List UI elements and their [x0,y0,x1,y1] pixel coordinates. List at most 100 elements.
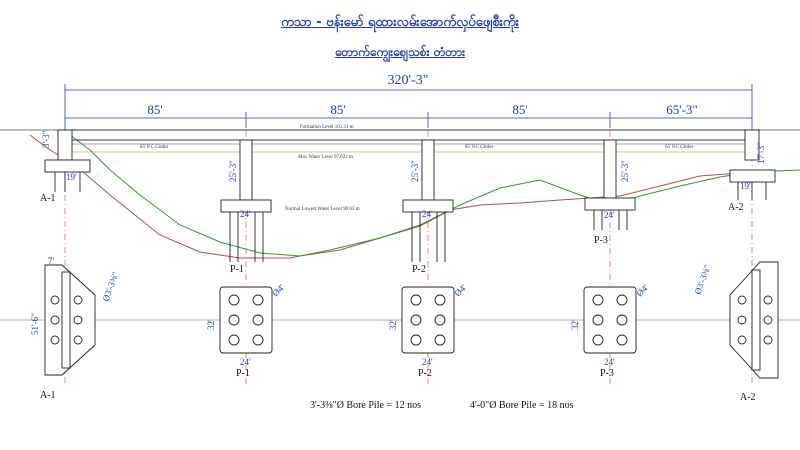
p1-pile-circle [228,314,240,326]
a1-label: A-1 [40,193,56,204]
pier-p1-elevation [220,139,272,262]
existing-ground-line [69,134,800,257]
a1-pile-dim: Ø3'-3⅜" [100,270,120,302]
a2-pile-circle [737,335,747,345]
p2-pile-dim: Ø4' [452,282,468,298]
p1-pile-circle [252,314,264,326]
p2-pile-circle [410,334,422,346]
abutment-a1-plan [44,264,96,376]
p3-plan-cap [583,286,637,354]
a1-pile-circle [50,295,60,305]
p3-len-dim: 32' [570,319,580,330]
a1-plan-wall [61,271,71,369]
a2-plan-wall [751,269,761,371]
a2-pile-dim: Ø3'-3⅜" [692,263,712,295]
p1-base-dim: 24' [240,209,251,219]
total-dimension-text: 320'-3" [388,73,429,88]
a1-pile-circle [73,295,83,305]
dimension-lines [64,84,753,135]
a2-pile-circle [737,295,747,305]
p3-footing [584,197,636,211]
a1-length-dim: 51'-6" [30,313,40,335]
deck [64,129,753,145]
a2-plan-label: A-2 [740,392,756,403]
p2-pile-circle [410,294,422,306]
a2-wall [744,129,760,161]
p3-pile-circle [592,334,604,346]
a1-pile-circle [73,315,83,325]
p1-len-dim: 32' [206,319,216,330]
span2-text: 85' [330,102,345,117]
p2-plan-label: P-2 [418,368,432,379]
abutment-a2-plan [729,261,779,379]
p2-width-dim: 24' [422,357,433,367]
pier-p1-plan [219,286,273,354]
a1-footing [44,159,91,173]
girder2-label: 85' P.C Girder [465,145,494,150]
a2-pile-circle [737,315,747,325]
formation-level-label: Formation Level 101.31 m [300,125,354,130]
a2-pile-circle [763,315,773,325]
pier-p3-elevation [584,139,636,230]
p1-pile-circle [252,294,264,306]
p2-column [421,139,435,201]
p1-column [239,139,253,201]
p1-pile-circle [252,334,264,346]
bridge-deck [64,129,753,141]
p2-pile-circle [434,314,446,326]
p3-pile-circle [616,314,628,326]
p1-height-dim: 25'-3" [228,160,238,182]
drawing-title: ကသာ - ဗန်းမော် ရထားလမ်းအောက်လှပ်ဖျေစီးကိ… [281,15,519,30]
girder3-label: 65' P.C Girder [665,145,694,150]
p1-pile-circle [228,334,240,346]
span4-text: 65'-3" [666,102,697,117]
p3-pile-circle [592,314,604,326]
a2-pile-circle [763,335,773,345]
a2-pile-circle [763,295,773,305]
p3-base-dim: 24' [604,210,615,220]
p2-len-dim: 32' [388,319,398,330]
p2-pile-circle [434,334,446,346]
p3-plan-label: P-3 [600,368,614,379]
p3-pile-circle [616,334,628,346]
pier-p3-plan [583,286,637,354]
p1-footing [220,199,272,213]
span1-text: 85' [147,102,162,117]
p2-pile-circle [410,314,422,326]
a2-footing [729,169,776,183]
a1-plan-label: A-1 [40,390,56,401]
p3-label: P-3 [594,235,608,246]
p2-base-dim: 24' [422,209,433,219]
p3-pile-circle [592,294,604,306]
a1-pile-circle [50,315,60,325]
riverbed-line [29,134,753,259]
p3-height-dim: 25'-3" [620,160,630,182]
abutment-a2-elevation [729,129,776,200]
normal-water-label: Normal Lowest Water Level 90.63 m [285,207,360,212]
p1-width-dim: 24' [240,357,251,367]
p2-label: P-2 [412,264,426,275]
bore-pile-note-2: 4'-0"Ø Bore Pile = 18 nos [470,400,574,411]
max-water-label: Max Water Level 97.622 m [298,155,353,160]
abutment-a1-elevation [44,129,91,192]
p2-height-dim: 25'-3" [410,160,420,182]
a1-base-dim: 19' [66,172,77,182]
a1-pile-circle [50,335,60,345]
p2-pile-circle [434,294,446,306]
p1-label: P-1 [230,264,244,275]
a1-pile-circle [73,335,83,345]
a2-top-dim: 17'-3" [756,142,766,164]
a1-width-dim: 7' [48,256,55,266]
p2-plan-cap [401,286,455,354]
p1-pile-dim: Ø4' [270,282,286,298]
a2-base-dim: 19' [740,181,751,191]
drawing-subtitle: တောက်ကျွေးစျေသစ်း တံတား [334,45,466,59]
pier-p2-plan [401,286,455,354]
a2-label: A-2 [728,202,744,213]
p3-width-dim: 24' [604,357,615,367]
p3-column [603,139,617,199]
p3-pile-circle [616,294,628,306]
p1-plan-cap [219,286,273,354]
